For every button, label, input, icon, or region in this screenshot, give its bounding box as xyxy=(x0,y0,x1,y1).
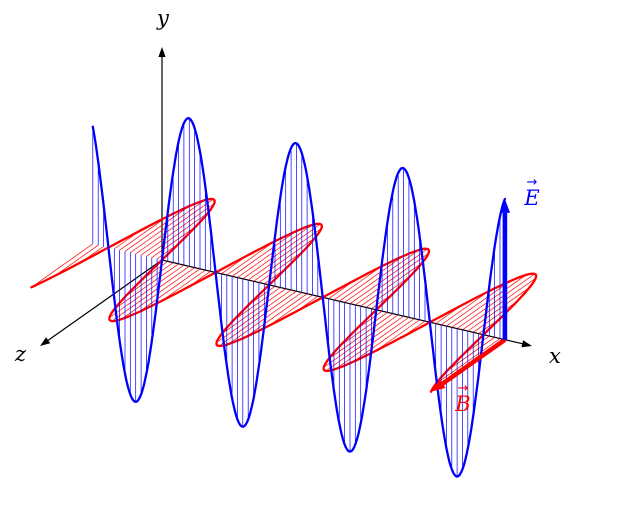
b-field-hatch-line xyxy=(365,276,411,308)
e-field-letter: E xyxy=(524,186,540,210)
b-field-hatch-line xyxy=(333,266,382,301)
b-field-letter: B xyxy=(455,392,471,416)
b-field-hatch-line xyxy=(258,251,303,283)
b-field-hatch-line xyxy=(456,273,535,329)
b-field-curve xyxy=(30,197,538,393)
y-axis-arrowhead xyxy=(158,47,166,57)
b-field-hatch-line xyxy=(440,291,489,326)
x-axis-arrowhead xyxy=(521,340,532,348)
b-field-hatch-line xyxy=(231,230,297,277)
e-field-wave xyxy=(91,117,507,478)
b-field-vector-arrowhead xyxy=(431,379,446,392)
b-field-hatch-line xyxy=(462,278,536,331)
b-field-hatch-line xyxy=(472,301,518,333)
b-field-hatch-line xyxy=(360,262,423,307)
b-field-hatch-line xyxy=(146,212,209,257)
b-field-hatch-line xyxy=(352,318,415,363)
b-field-hatch-line xyxy=(226,241,275,276)
b-field-hatch-line xyxy=(125,262,174,297)
b-field-hatch-line xyxy=(218,290,297,347)
e-field-vector-arrowhead xyxy=(499,198,511,213)
b-field-hatch-line xyxy=(467,287,530,332)
b-field-hatch-line xyxy=(119,216,168,251)
b-field-hatch-line xyxy=(161,269,206,302)
b-field-hatch-line xyxy=(140,203,215,256)
field-vectors xyxy=(431,198,511,392)
b-field-hatch-line xyxy=(111,266,190,322)
b-field-hatch-line xyxy=(138,268,201,313)
b-field-hatch-line xyxy=(349,248,428,304)
b-field-hatch-line xyxy=(253,237,316,282)
b-field-vector-line xyxy=(441,337,507,386)
vector-arrow-glyph: → xyxy=(457,381,469,396)
b-field-hatch-line xyxy=(375,319,420,352)
b-field-label: → B xyxy=(449,381,477,416)
b-field-hatch-line xyxy=(232,287,281,322)
b-field-hatch-line xyxy=(151,226,196,258)
y-axis-label: y xyxy=(157,6,169,30)
vector-arrow-glyph: → xyxy=(526,175,538,190)
e-field-label: → E xyxy=(518,175,546,210)
z-axis-line xyxy=(47,259,163,341)
b-field-hatch-line xyxy=(242,223,321,280)
b-field-hatch-line xyxy=(268,294,313,327)
b-field-hatch-line xyxy=(339,255,404,302)
z-axis-arrowhead xyxy=(40,337,51,346)
b-field-hatch-line xyxy=(31,243,94,288)
x-axis-label: x xyxy=(549,344,561,368)
b-field-hatch-line xyxy=(446,337,495,371)
b-field-hatch-line xyxy=(245,293,308,338)
b-field-hatch-line xyxy=(124,205,190,252)
x-axis-line xyxy=(161,259,523,345)
b-field-hatch-line xyxy=(54,244,99,277)
b-field-hatch-line xyxy=(325,315,404,372)
b-field-hatch-line xyxy=(339,312,388,347)
b-field-hatch-line xyxy=(135,198,214,255)
b-field-hatch-line xyxy=(355,253,429,306)
z-axis-label: z xyxy=(15,342,27,366)
coordinate-axes xyxy=(40,47,532,348)
e-field-curve xyxy=(91,117,507,478)
b-field-hatch-line xyxy=(247,228,322,281)
